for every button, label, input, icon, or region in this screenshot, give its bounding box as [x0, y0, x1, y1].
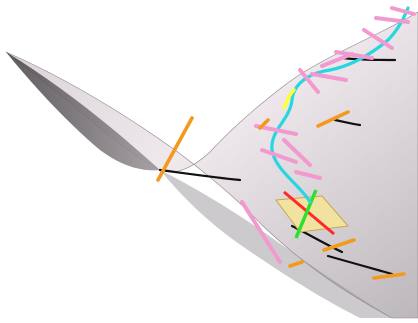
pink-segment — [298, 68, 320, 94]
pink-segment — [310, 72, 348, 82]
green-cross-line — [294, 189, 318, 239]
orange-segment — [322, 238, 356, 252]
orange-segment — [156, 116, 194, 182]
black-segment — [333, 118, 362, 127]
orange-segments — [156, 110, 406, 280]
black-segments — [158, 56, 397, 276]
pink-segment — [240, 200, 282, 264]
pink-segment — [374, 16, 410, 24]
pink-segment — [260, 148, 298, 164]
surface-lower-shade — [160, 170, 392, 318]
pink-segment — [282, 138, 312, 167]
surface-fold-shadow — [6, 52, 160, 171]
black-segment — [340, 56, 397, 62]
black-segment — [290, 224, 344, 254]
orange-segment — [316, 110, 350, 128]
orange-segment — [288, 260, 304, 268]
black-segment — [326, 254, 394, 276]
pink-segment — [390, 6, 416, 16]
pink-segment — [320, 52, 354, 68]
pink-segment — [362, 28, 394, 50]
pink-segment — [294, 170, 322, 180]
orange-segment — [258, 118, 270, 130]
red-cross-line — [283, 190, 335, 236]
surface-sheet — [5, 11, 418, 319]
highlight-patch — [275, 189, 349, 239]
orange-segment — [372, 272, 406, 280]
pink-segment — [334, 50, 374, 60]
black-segment — [158, 168, 242, 182]
